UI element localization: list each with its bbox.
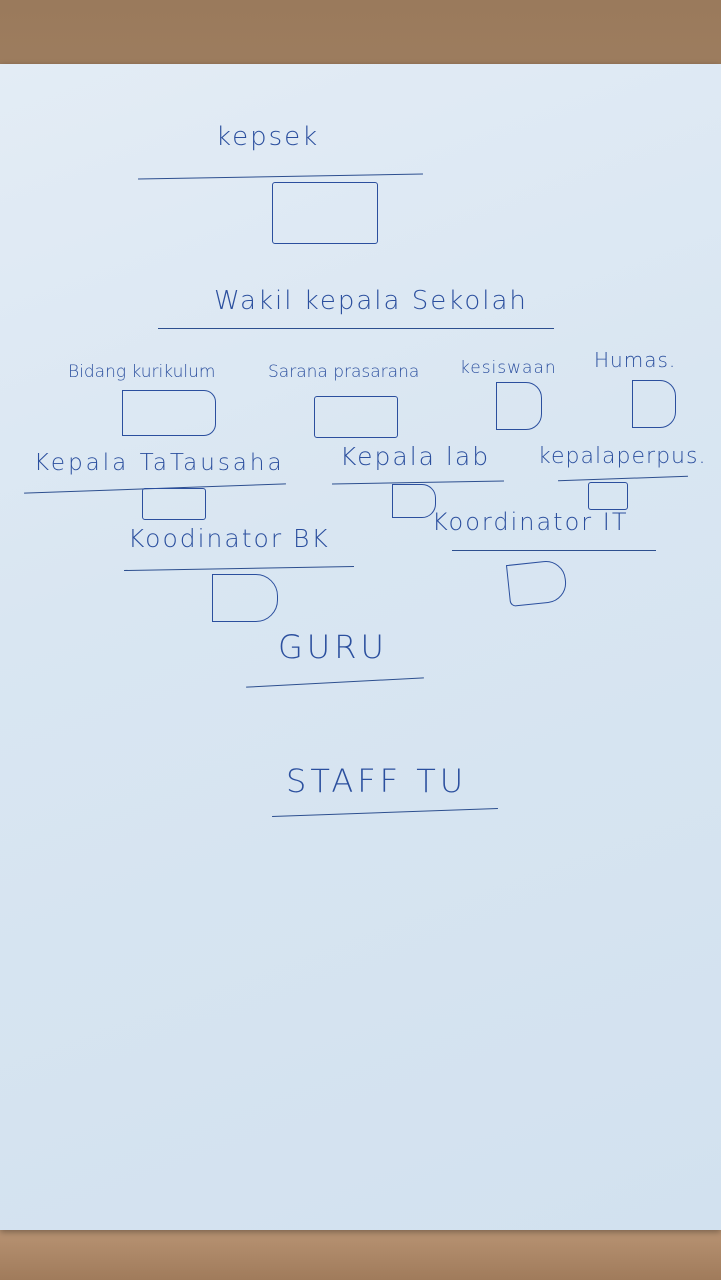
kepsek-underline (138, 173, 423, 180)
guru-underline (246, 677, 424, 688)
koordinator-it-underline (452, 550, 656, 551)
koordinator-it-box (505, 559, 569, 607)
koordinator-bk-box (212, 574, 278, 622)
kepala-tatausaha-label: Kepala TaTausaha (34, 450, 285, 476)
humas-label: Humas. (594, 348, 677, 372)
bidang-kurikulum-label: Bidang kurikulum (68, 362, 216, 382)
koordinator-it-label: Koordinator IT (432, 508, 629, 536)
kepala-perpus-label: kepalaperpus. (538, 444, 707, 469)
bidang-kurikulum-box (122, 390, 216, 436)
table-surface (0, 1230, 721, 1280)
kepala-lab-box (392, 484, 436, 518)
wakil-underline (158, 328, 554, 329)
staff-tu-underline (272, 808, 498, 817)
kepala-tatausaha-box (142, 488, 206, 520)
kepala-lab-label: Kepala lab (340, 442, 491, 471)
koordinator-bk-underline (124, 565, 354, 572)
kepala-perpus-box (588, 482, 628, 510)
sarana-prasarana-box (314, 396, 398, 438)
paper-sheet: kepsek Wakil kepala Sekolah Bidang kurik… (0, 64, 721, 1230)
sarana-prasarana-label: Sarana prasarana (268, 362, 420, 382)
kepsek-label: kepsek (216, 122, 320, 152)
koordinator-bk-label: Koodinator BK (128, 524, 330, 553)
humas-box (632, 380, 676, 428)
kepala-perpus-underline (558, 475, 688, 482)
wakil-label: Wakil kepala Sekolah (214, 286, 528, 316)
staff-tu-label: STAFF TU (286, 762, 468, 800)
kesiswaan-label: kesiswaan (460, 358, 557, 378)
kepsek-box (272, 182, 378, 244)
kesiswaan-box (496, 382, 542, 430)
guru-label: GURU (278, 628, 388, 666)
